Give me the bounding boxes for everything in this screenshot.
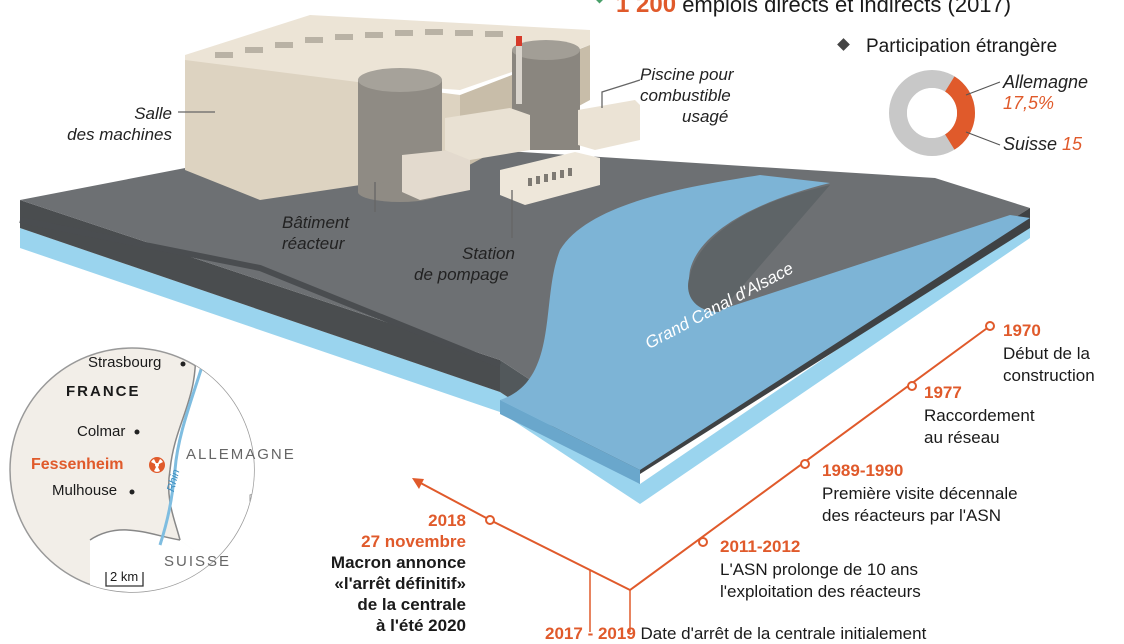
- germany-name: Allemagne: [1003, 72, 1089, 92]
- aux-building-1: [402, 150, 470, 200]
- t2018-year: 2018: [428, 511, 466, 530]
- t2018-line2: «l'arrêt définitif»: [334, 574, 466, 593]
- participation-donut: [889, 70, 975, 156]
- map-rhine: [158, 348, 212, 546]
- map-mulhouse: Mulhouse: [52, 482, 118, 499]
- t1989-line1: Première visite décennale: [822, 484, 1018, 503]
- bottom-2017: 2017: [545, 624, 583, 643]
- t1970-year: 1970: [1003, 321, 1041, 340]
- batiment-label: Bâtiment réacteur: [282, 212, 349, 254]
- bottom-text: Date d'arrêt de la centrale initialement: [640, 624, 927, 643]
- t1989-desc: Première visite décennale des réacteurs …: [822, 483, 1018, 527]
- map-france: FRANCE: [66, 383, 141, 400]
- aux-building-2: [445, 108, 530, 160]
- pumping-windows: [528, 168, 572, 186]
- canal-inner-island: [688, 185, 830, 312]
- participation-bullet: [837, 38, 850, 51]
- t2018-block: 2018 27 novembre Macron annonce «l'arrêt…: [266, 510, 466, 636]
- t2011-line1: L'ASN prolonge de 10 ans: [720, 560, 918, 579]
- t2011-desc: L'ASN prolonge de 10 ans l'exploitation …: [720, 559, 921, 603]
- jobs-number: 1 200: [616, 0, 677, 18]
- map-fessenheim: Fessenheim: [31, 456, 124, 473]
- bottom-dash: -: [587, 624, 598, 643]
- canal-water: [500, 175, 1030, 470]
- piscine-label: Piscine pour combustible usagé: [640, 64, 734, 127]
- map-switzerland-area: [90, 529, 254, 592]
- station-label: Station de pompage: [414, 243, 515, 285]
- donut-foreign-arc: [944, 76, 975, 150]
- germany-value: 17,5%: [1003, 93, 1055, 113]
- timeline-dots: [485, 321, 995, 547]
- t1977-year: 1977: [924, 383, 962, 402]
- t1989-year: 1989-1990: [822, 461, 904, 480]
- mulhouse-dot: [129, 489, 135, 495]
- chimney: [516, 38, 522, 104]
- map-swiss-border: [89, 529, 181, 541]
- piscine-callout: [601, 79, 641, 108]
- colmar-dot: [134, 429, 140, 435]
- piscine-line1: Piscine pour: [640, 65, 734, 84]
- participation-title: Participation étrangère: [866, 36, 1058, 57]
- jobs-header: 1 200 emplois directs et indirects (2017…: [616, 0, 1011, 19]
- piscine-line2: combustible: [640, 86, 731, 105]
- batiment-line2: réacteur: [282, 234, 345, 253]
- t1977-line2: au réseau: [924, 428, 1000, 447]
- t1977-desc: Raccordement au réseau: [924, 405, 1035, 449]
- jobs-bullet: [594, 0, 605, 4]
- pumping-station: [500, 152, 600, 205]
- germany-label: Allemagne 17,5%: [1003, 72, 1088, 114]
- t2018-line4: à l'été 2020: [375, 616, 466, 635]
- reactor-1-dome: [358, 68, 442, 92]
- t2011-year: 2011-2012: [720, 537, 801, 556]
- scale-bar: [105, 572, 144, 587]
- t1970-desc: Début de la construction: [1003, 343, 1095, 387]
- map-colmar: Colmar: [77, 423, 126, 440]
- station-line2: de pompage: [414, 265, 509, 284]
- reactor-2-dome: [512, 40, 580, 60]
- map-suisse: SUISSE: [164, 553, 232, 570]
- piscine-line3: usagé: [682, 107, 729, 126]
- bottom-2019: 2019: [597, 624, 636, 643]
- t2018-line3: de la centrale: [357, 595, 466, 614]
- switzerland-callout: [965, 131, 1001, 146]
- germany-callout: [965, 81, 1001, 96]
- salle-line1: Salle: [134, 104, 172, 123]
- t2018-line1: Macron annonce: [330, 553, 466, 572]
- t1970-line2: construction: [1003, 366, 1095, 385]
- batiment-line1: Bâtiment: [282, 213, 350, 232]
- t2018-date: 27 novembre: [361, 532, 466, 551]
- ground-side: [20, 200, 500, 392]
- water-base-layer: [20, 218, 1030, 504]
- station-line1: Station: [462, 244, 515, 263]
- map-strasbourg: Strasbourg: [88, 354, 162, 371]
- switzerland-value: 15: [1062, 134, 1083, 154]
- switzerland-name: Suisse: [1003, 134, 1058, 154]
- nuclear-icon: [149, 457, 165, 473]
- t1989-line2: des réacteurs par l'ASN: [822, 506, 1001, 525]
- map-border: [167, 348, 197, 541]
- bottom-line: 2017 - 2019 Date d'arrêt de la centrale …: [545, 624, 926, 644]
- switzerland-label: Suisse 15: [1003, 134, 1082, 155]
- t1977-line1: Raccordement: [924, 406, 1035, 425]
- pool-building: [578, 100, 640, 150]
- roof-vents: [215, 29, 503, 58]
- t2011-line2: l'exploitation des réacteurs: [720, 582, 921, 601]
- jobs-text: emplois directs et indirects (2017): [682, 0, 1012, 17]
- timeline-arrowhead: [412, 478, 424, 489]
- strasbourg-dot: [180, 361, 186, 367]
- road: [19, 217, 502, 368]
- salle-line2: des machines: [67, 125, 172, 144]
- canal-front: [500, 400, 640, 484]
- t1970-line1: Début de la: [1003, 344, 1090, 363]
- map-scale: 2 km: [110, 569, 139, 584]
- salle-label: Salle des machines: [40, 103, 172, 145]
- map-allemagne: ALLEMAGNE: [186, 446, 296, 463]
